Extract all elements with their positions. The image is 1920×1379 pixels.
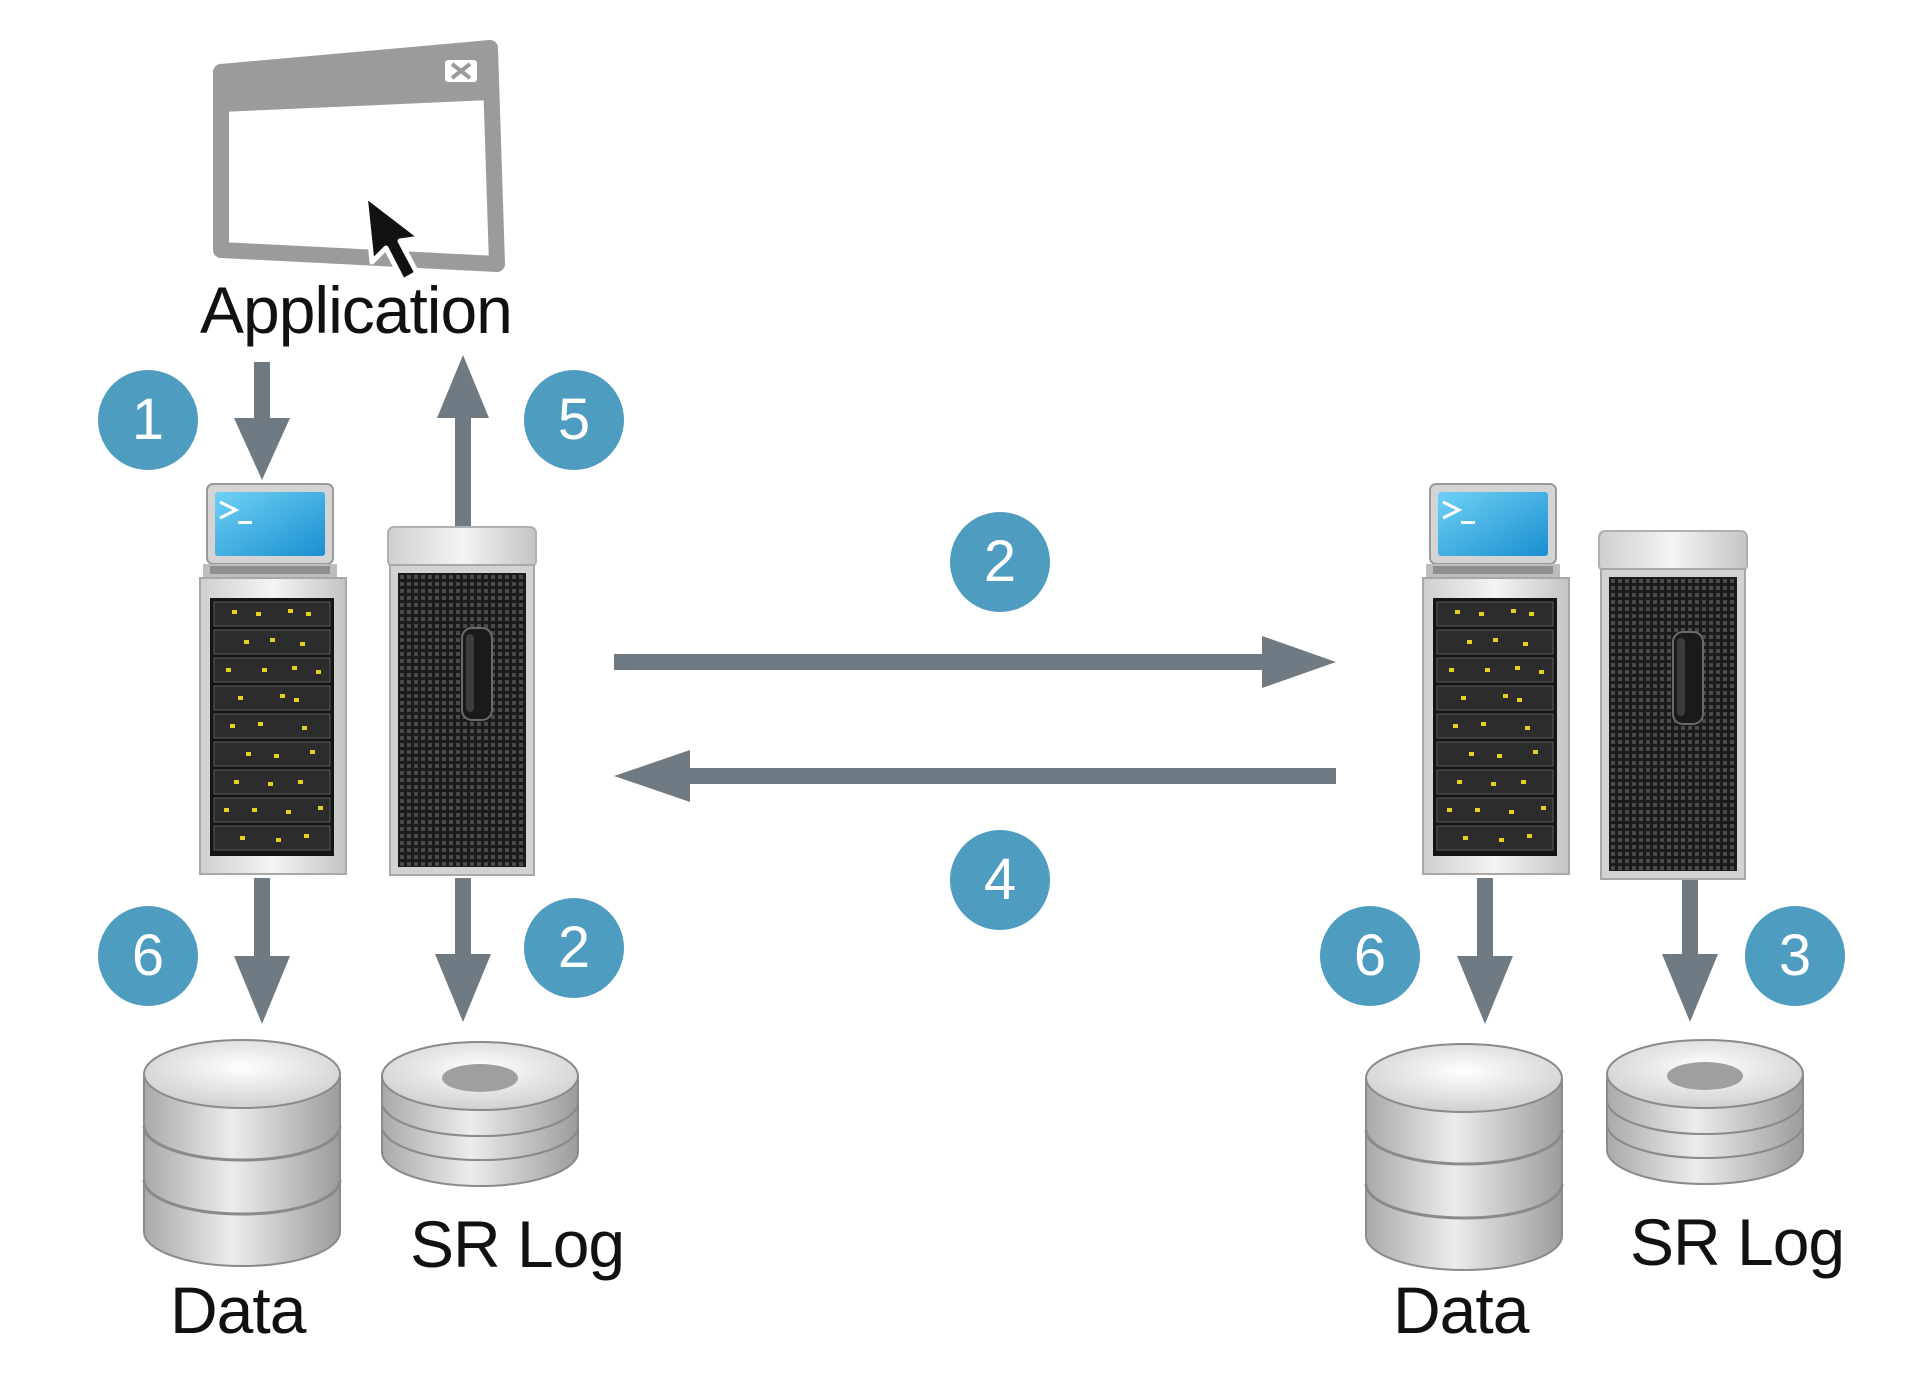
arrow-right-server-to-data	[1457, 878, 1513, 1024]
arrow-right-tower-to-log	[1662, 878, 1718, 1022]
arrow-server-to-app	[437, 355, 489, 530]
arrow-secondary-to-primary	[614, 750, 1336, 802]
step-badge-2-primary-log: 2	[524, 898, 624, 998]
tower-server-icon	[387, 526, 537, 876]
step-badge-6-primary: 6	[98, 906, 198, 1006]
left-data-label: Data	[170, 1273, 306, 1347]
arrow-left-server-to-data	[234, 878, 290, 1024]
rack-server-icon	[199, 483, 347, 875]
database-cylinder-icon-secondary	[1364, 1042, 1564, 1272]
step-badge-5: 5	[524, 370, 624, 470]
arrow-left-tower-to-log	[435, 878, 491, 1022]
arrows	[234, 355, 1718, 1024]
step-badge-2-replication: 2	[950, 512, 1050, 612]
arrow-primary-to-secondary	[614, 636, 1336, 688]
right-data-label: Data	[1393, 1273, 1529, 1347]
step-badge-4: 4	[950, 830, 1050, 930]
step-badge-1: 1	[98, 370, 198, 470]
step-badge-3: 3	[1745, 906, 1845, 1006]
mouse-pointer-icon	[362, 192, 424, 284]
rack-server-icon-secondary	[1421, 482, 1571, 876]
step-badge-6-secondary: 6	[1320, 906, 1420, 1006]
left-srlog-label: SR Log	[410, 1207, 625, 1281]
application-label: Application	[200, 273, 513, 347]
disk-stack-icon-secondary	[1606, 1039, 1804, 1185]
database-cylinder-icon	[142, 1039, 342, 1267]
disk-stack-icon	[381, 1041, 579, 1187]
application-window-icon	[213, 40, 505, 272]
tower-server-icon-secondary	[1598, 530, 1748, 880]
right-srlog-label: SR Log	[1630, 1205, 1845, 1279]
arrow-app-to-server	[234, 362, 290, 480]
